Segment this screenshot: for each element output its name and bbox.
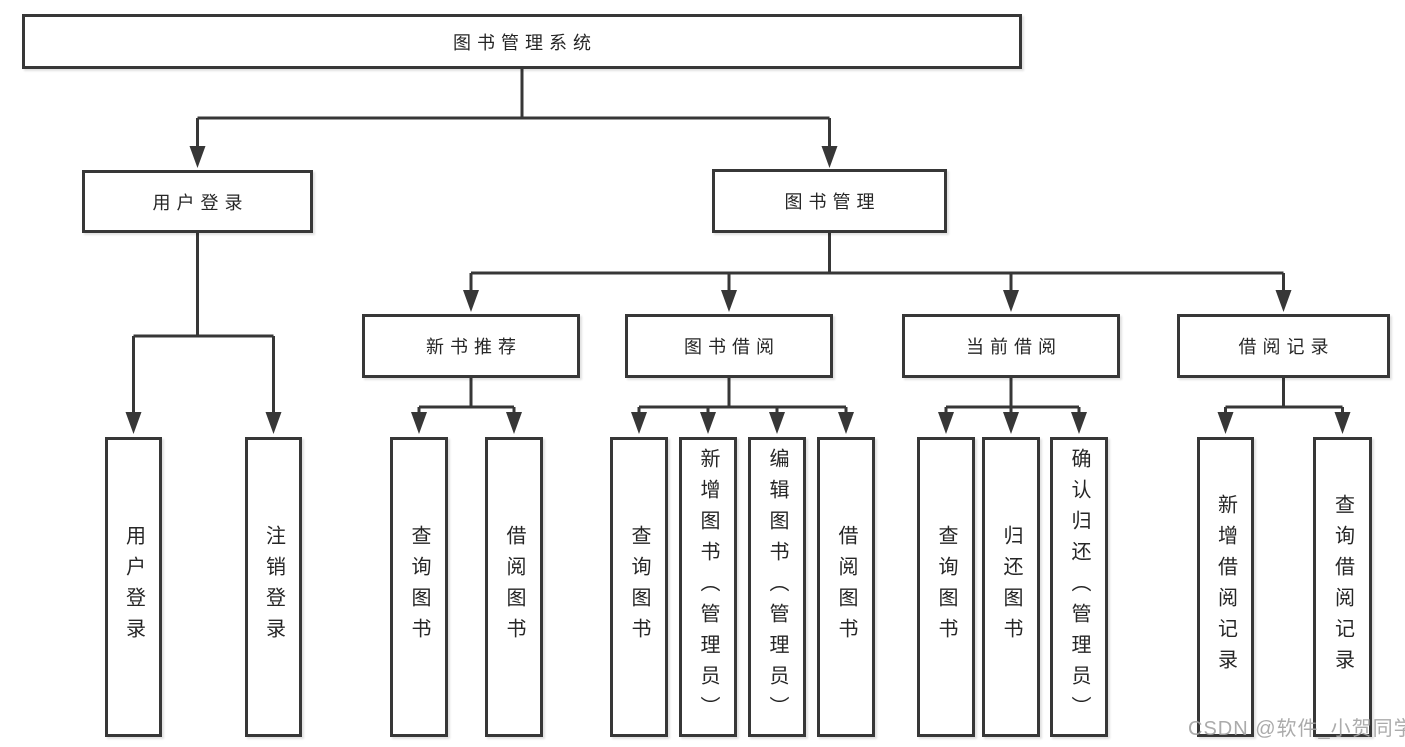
leaf-borrow-query-books: 查询图书 bbox=[610, 437, 668, 737]
csdn-watermark: CSDN @软件_小贺同学 bbox=[1188, 718, 1405, 740]
leaf-records-add-borrow-record: 新增借阅记录 bbox=[1197, 437, 1254, 737]
node-borrow-records: 借阅记录 bbox=[1177, 314, 1390, 378]
leaf-user-login: 用户登录 bbox=[105, 437, 162, 737]
node-new-book-recommend: 新书推荐 bbox=[362, 314, 580, 378]
leaf-newbook-query-books: 查询图书 bbox=[390, 437, 448, 737]
leaf-logout-login: 注销登录 bbox=[245, 437, 302, 737]
node-user-login: 用户登录 bbox=[82, 170, 313, 233]
leaf-current-query-books: 查询图书 bbox=[917, 437, 975, 737]
node-book-borrow: 图书借阅 bbox=[625, 314, 833, 378]
node-book-management: 图书管理 bbox=[712, 169, 947, 233]
leaf-newbook-borrow-books: 借阅图书 bbox=[485, 437, 543, 737]
leaf-borrow-borrow-books: 借阅图书 bbox=[817, 437, 875, 737]
leaf-borrow-edit-books-admin: 编辑图书（管理员） bbox=[748, 437, 806, 737]
leaf-current-return-books: 归还图书 bbox=[982, 437, 1040, 737]
leaf-borrow-add-books-admin: 新增图书（管理员） bbox=[679, 437, 737, 737]
node-current-borrow: 当前借阅 bbox=[902, 314, 1120, 378]
node-root: 图书管理系统 bbox=[22, 14, 1022, 69]
leaf-current-confirm-return-admin: 确认归还（管理员） bbox=[1050, 437, 1108, 737]
leaf-records-query-borrow-record: 查询借阅记录 bbox=[1313, 437, 1372, 737]
tree-edges bbox=[125, 69, 1351, 434]
